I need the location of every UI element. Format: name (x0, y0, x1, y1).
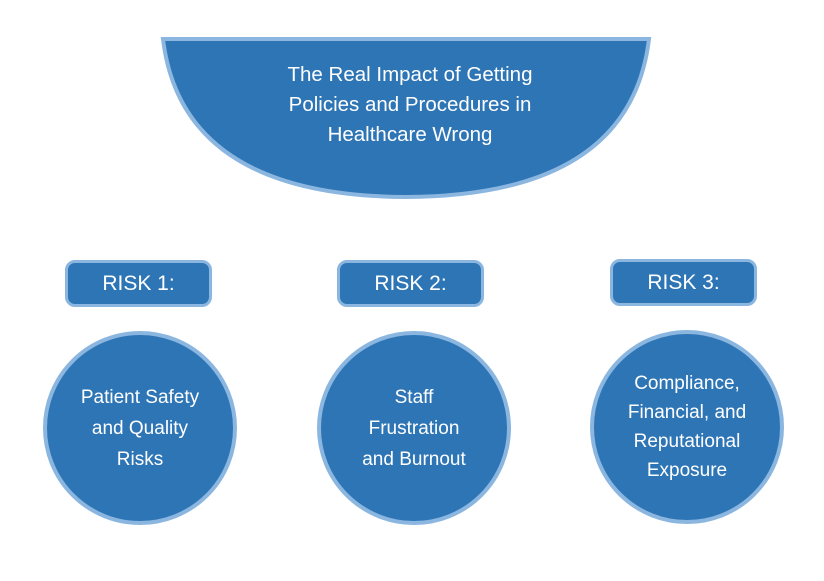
risk-2-label: RISK 2: (337, 260, 484, 307)
diagram-title: The Real Impact of Getting Policies and … (240, 60, 580, 150)
risk-1-text-line: and Quality (91, 417, 189, 439)
title-line: Policies and Procedures in (288, 93, 532, 116)
risk-2-text-line: Frustration (368, 417, 460, 439)
risk-1-text-line: Patient Safety (80, 386, 200, 408)
risk-1-text-line: Risks (116, 448, 164, 470)
risk-2-text-line: and Burnout (362, 448, 466, 470)
risk-2-circle: Staff Frustration and Burnout (317, 331, 511, 525)
risk-1-circle: Patient Safety and Quality Risks (43, 331, 237, 525)
risk-3-label: RISK 3: (610, 259, 757, 306)
title-line: The Real Impact of Getting (287, 63, 533, 86)
risk-1-label: RISK 1: (65, 260, 212, 307)
risk-3-text-line: Financial, and (627, 402, 747, 423)
risk-2-text-line: Staff (394, 386, 434, 408)
risk-3-text-line: Exposure (646, 460, 728, 481)
title-half-circle (160, 37, 652, 200)
risk-3-circle: Compliance, Financial, and Reputational … (590, 330, 784, 524)
risk-3-text-line: Compliance, (634, 373, 740, 394)
title-line: Healthcare Wrong (327, 123, 493, 146)
risk-3-text-line: Reputational (633, 431, 741, 452)
